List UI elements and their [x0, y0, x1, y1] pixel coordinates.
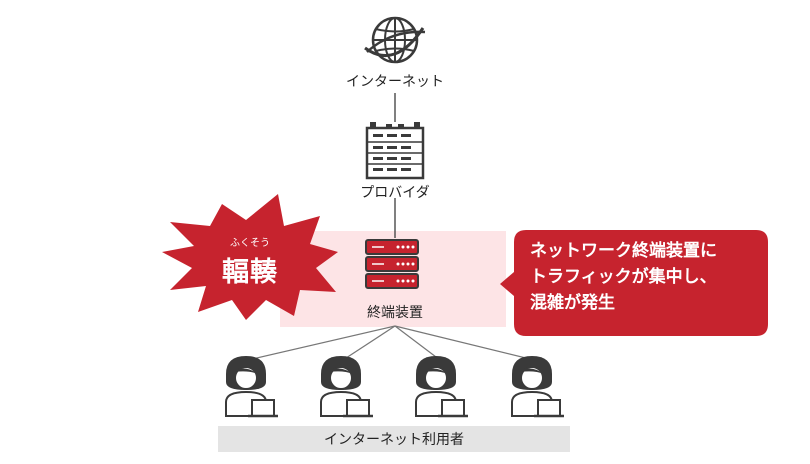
callout-line: トラフィックが集中し、: [530, 267, 717, 287]
terminal-label: 終端装置: [367, 305, 423, 321]
user-laptop-icon: [225, 356, 278, 418]
provider-building-icon: [365, 122, 425, 180]
internet-label: インターネット: [346, 74, 444, 90]
globe-icon: [364, 16, 426, 64]
callout-bubble: [500, 230, 768, 336]
callout-line: ネットワーク終端装置に: [530, 241, 717, 261]
connector-terminal-users: [247, 325, 535, 361]
users-label: インターネット利用者: [324, 432, 464, 448]
burst-ruby-text: ふくそう: [230, 238, 270, 249]
callout-text: ネットワーク終端装置に トラフィックが集中し、 混雑が発生: [530, 238, 762, 316]
burst-word-text: 輻輳: [222, 257, 278, 288]
callout-line: 混雑が発生: [530, 293, 615, 313]
users-label-bar: インターネット利用者: [218, 426, 570, 452]
provider-label: プロバイダ: [360, 185, 430, 201]
terminal-device-icon: [365, 239, 419, 289]
user-laptop-icon: [320, 356, 373, 418]
user-laptop-icon: [415, 356, 468, 418]
user-laptop-icon: [511, 356, 564, 418]
congestion-burst: [162, 194, 338, 320]
